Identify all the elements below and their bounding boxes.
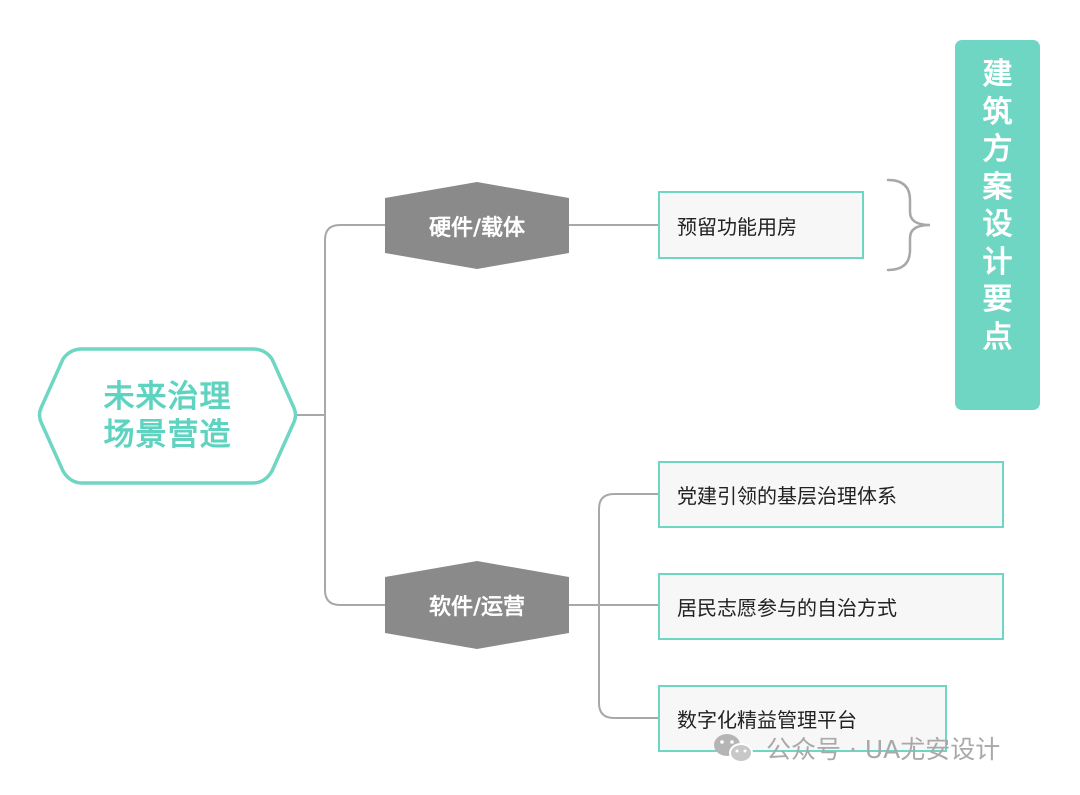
software-item-2: 居民志愿参与的自治方式 xyxy=(677,596,897,620)
root-node-line-1: 未来治理 xyxy=(103,379,232,415)
hardware-item-box xyxy=(658,191,864,259)
connectors xyxy=(296,224,659,719)
banner-char: 筑 xyxy=(982,94,1013,130)
software-node-shape xyxy=(385,561,569,649)
banner-char: 要 xyxy=(982,282,1013,317)
banner-char: 建 xyxy=(982,57,1013,92)
root-node: 未来治理 场景营造 xyxy=(40,349,295,483)
watermark: 公众号 · UA尤安设计 xyxy=(710,730,1000,766)
software-item-3: 数字化精益管理平台 xyxy=(677,708,857,732)
banner-shape xyxy=(955,40,1040,410)
root-node-line-2: 场景营造 xyxy=(103,417,232,453)
banner-char: 方 xyxy=(982,132,1013,167)
banner-label: 建 筑 方 案 设 计 要 点 xyxy=(955,40,1040,410)
connector-root-to-software xyxy=(324,415,385,606)
hardware-node-shape xyxy=(385,182,569,269)
connector-root-to-hardware xyxy=(324,224,385,415)
hardware-item-1: 预留功能用房 xyxy=(677,214,797,239)
software-item-box-2 xyxy=(658,573,1004,640)
software-item-1: 党建引领的基层治理体系 xyxy=(677,484,897,508)
banner-char: 点 xyxy=(982,319,1013,355)
banner-char: 案 xyxy=(982,169,1013,205)
curly-brace xyxy=(886,178,931,272)
hardware-node-label: 硬件/载体 xyxy=(428,216,526,241)
software-item-box-3 xyxy=(658,685,947,752)
software-item-box-1 xyxy=(658,461,1004,528)
banner-char: 计 xyxy=(982,244,1013,280)
banner-char: 设 xyxy=(982,207,1013,242)
software-node-label: 软件/运营 xyxy=(428,595,526,620)
root-node-shape xyxy=(37,347,298,485)
wechat-icon xyxy=(714,734,753,763)
watermark-text: 公众号 · UA尤安设计 xyxy=(766,735,1001,764)
